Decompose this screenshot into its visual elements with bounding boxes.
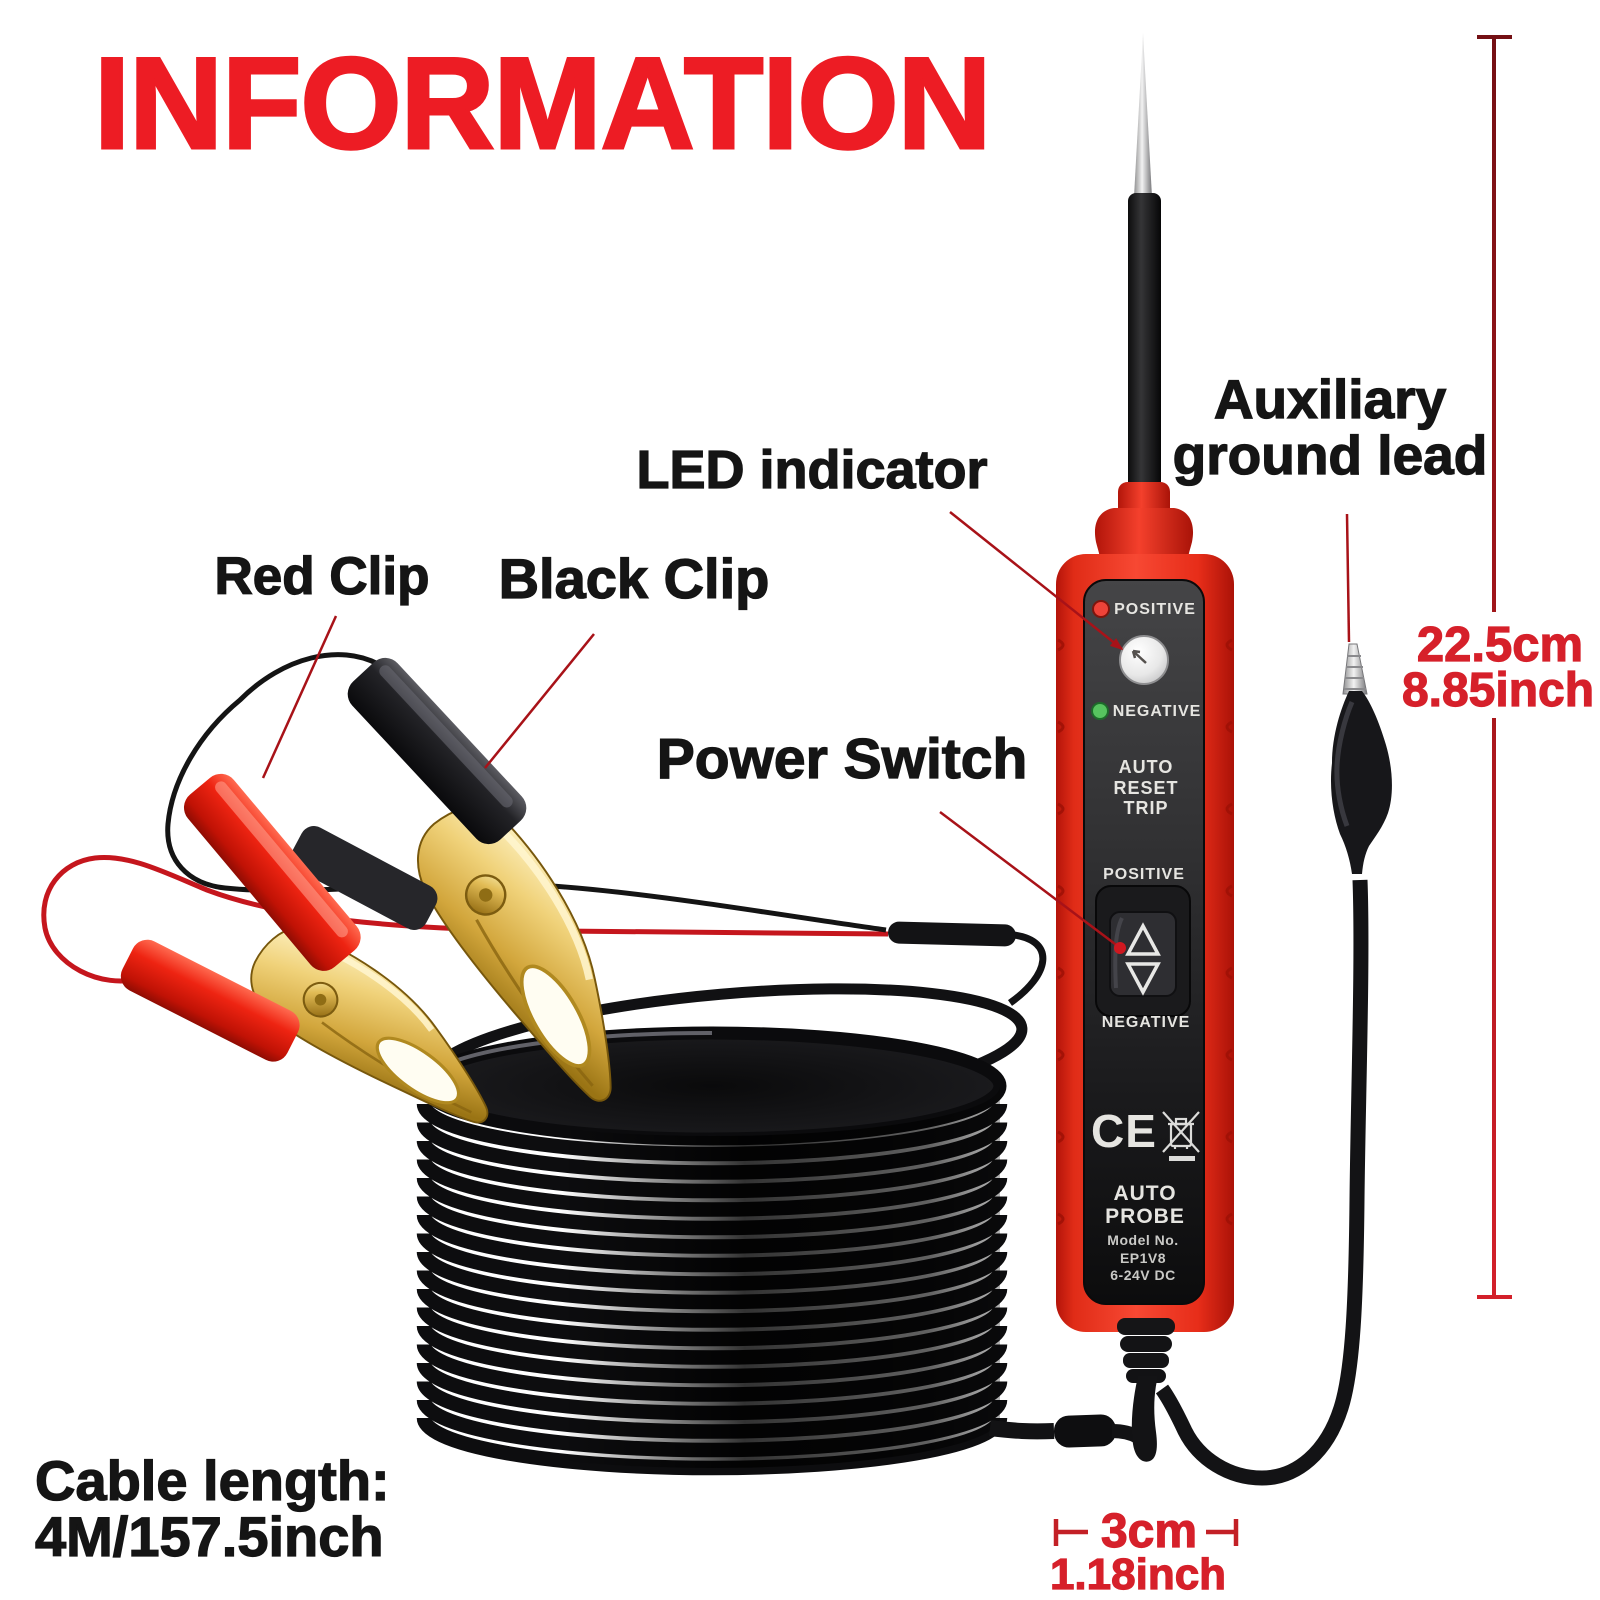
coiled-cable [416, 983, 1028, 1476]
aux-clip-boot [1330, 691, 1392, 874]
height-dimension [1477, 35, 1512, 1299]
boot-ring-2 [1120, 1336, 1172, 1352]
black-clip-pivot-screw [478, 888, 493, 902]
weee-cross-line2 [1162, 1111, 1200, 1153]
probe-body-ribs [1057, 638, 1233, 1226]
red-clip-head [250, 927, 489, 1124]
black-clip-sleeve-sheen [379, 665, 513, 808]
aux-clip-boot-highlight [1334, 700, 1355, 827]
boot-tail [1131, 1376, 1158, 1462]
cable-coil-to-connector [989, 1420, 1055, 1440]
red-clip-wire [41, 854, 889, 984]
callout-black-clip [484, 633, 595, 769]
weee-crossed-bin-icon [1162, 1111, 1200, 1161]
lead-wires [41, 652, 1047, 1006]
probe-left-ribs [1057, 638, 1065, 1226]
device-auto-probe-line2: PROBE [1105, 1205, 1185, 1229]
probe-right-ribs [1225, 638, 1233, 1226]
black-clip-wire [165, 652, 887, 933]
power-switch-label: Power Switch [656, 727, 1028, 791]
negative-led [1091, 702, 1109, 720]
device-trip-line: TRIP [1123, 798, 1169, 819]
wire-junction-ferrule [888, 921, 1016, 947]
probe-shaft [1128, 193, 1161, 513]
device-auto-probe-line1: AUTO [1113, 1182, 1177, 1205]
callout-red-clip [261, 615, 338, 779]
cable-connector [1053, 1414, 1117, 1448]
coil-shading-band [560, 1086, 1000, 1468]
boot-ring-1 [1117, 1318, 1175, 1335]
height-dim-cm: 22.5cm [1416, 618, 1584, 672]
weee-bin-handle [1174, 1117, 1188, 1126]
boot-ring-3 [1123, 1353, 1169, 1368]
black-clip [290, 657, 612, 1102]
probe-needle [1134, 33, 1152, 197]
red-clip-sleeve [183, 773, 361, 971]
black-clip-lower-handle [290, 826, 438, 930]
width-dimension [1053, 1519, 1239, 1546]
width-dim-cm: 3cm [1100, 1505, 1198, 1558]
width-dim-inch: 1.18inch [1049, 1550, 1227, 1599]
height-dim-inch: 8.85inch [1401, 664, 1595, 717]
auxiliary-label-line1: Auxiliary [1213, 368, 1447, 430]
device-negative-label: NEGATIVE [1112, 703, 1202, 720]
device-model-line2: EP1V8 [1119, 1249, 1167, 1266]
red-clip-lower-handle [120, 939, 300, 1062]
red-clip-pivot-screw [314, 993, 327, 1006]
auxiliary-ground-lead-label: Auxiliary ground lead [1172, 368, 1488, 487]
red-clip-label: Red Clip [214, 547, 430, 606]
probe-collar [1118, 482, 1170, 516]
device-auto-reset-trip: AUTO RESET TRIP [1113, 757, 1178, 819]
black-clip-label: Black Clip [498, 547, 770, 610]
device-positive-label: POSITIVE [1114, 601, 1196, 618]
positive-led [1092, 600, 1110, 618]
probe-device [1056, 33, 1234, 1462]
callout-aux-ground-lead [1345, 513, 1351, 643]
main-cable-to-coil [1007, 931, 1047, 1006]
switch-down-arrow [1125, 962, 1161, 996]
callout-lines [261, 511, 1351, 954]
device-ce-mark: CE [1091, 1105, 1157, 1157]
probe-cone [1094, 508, 1194, 560]
device-auto-probe: AUTO PROBE [1105, 1182, 1185, 1228]
cable-length-line2: 4M/157.5inch [34, 1505, 384, 1568]
main-cable [989, 1414, 1142, 1448]
weee-underline [1169, 1156, 1195, 1161]
aux-crimp-ridges [1344, 655, 1366, 690]
cable-length-line1: Cable length: [34, 1449, 390, 1512]
device-reset-line: RESET [1113, 777, 1179, 798]
indicator-lamp-needle [1131, 649, 1147, 664]
device-model-line1: Model No. [1107, 1232, 1179, 1248]
led-indicator-label: LED indicator [636, 440, 988, 500]
aux-cable [1155, 879, 1369, 1486]
black-clip-head [416, 804, 612, 1102]
device-switch-positive: POSITIVE [1103, 866, 1185, 883]
red-clip-sleeve-sheen [215, 781, 348, 938]
callout-power-switch-dot [1114, 942, 1126, 954]
switch-up-arrow [1125, 922, 1161, 956]
device-switch-negative: NEGATIVE [1101, 1014, 1191, 1031]
auxiliary-ground-lead [1155, 643, 1392, 1486]
red-clip-mouth [375, 1036, 461, 1105]
callout-power-switch [939, 811, 1120, 948]
black-clip-sleeve [347, 657, 527, 845]
auxiliary-label-line2: ground lead [1172, 424, 1488, 487]
device-model-line3: 6-24V DC [1110, 1267, 1176, 1284]
black-clip-jaw-highlight [489, 818, 593, 981]
page-title: INFORMATION [92, 30, 992, 176]
cable-length-label: Cable length: 4M/157.5inch [34, 1449, 390, 1568]
black-clip-mouth [519, 964, 592, 1068]
device-auto-line: AUTO [1118, 757, 1174, 777]
callout-led-arrowhead [1109, 638, 1124, 651]
strain-relief-boot [1117, 1318, 1175, 1462]
aux-crimp-tip [1342, 643, 1368, 695]
red-clip [120, 773, 489, 1124]
callout-led-indicator [949, 511, 1123, 650]
device-model-text: Model No. EP1V8 6-24V DC [1107, 1232, 1178, 1285]
